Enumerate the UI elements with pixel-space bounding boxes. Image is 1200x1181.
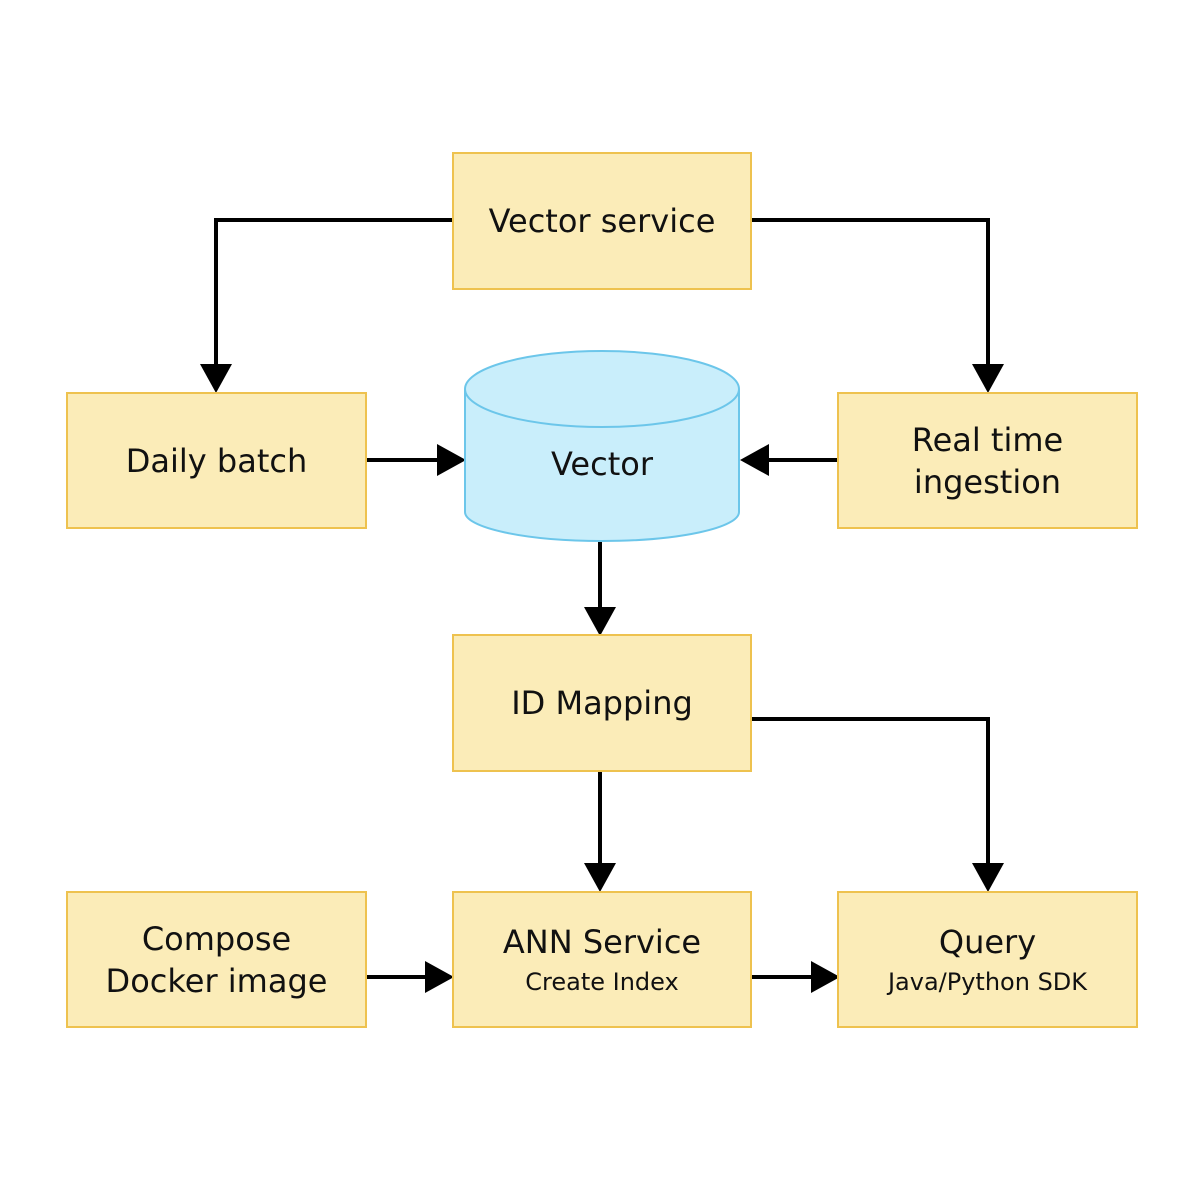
node-title: Query (938, 922, 1037, 961)
node-vector-service[interactable]: Vector service (452, 152, 752, 290)
node-query[interactable]: Query Java/Python SDK (837, 891, 1138, 1028)
node-title: Vector service (488, 202, 716, 240)
node-title: ID Mapping (511, 684, 693, 722)
edge-compose-docker-to-ann-service (366, 961, 454, 993)
node-title: ANN Service (502, 922, 702, 961)
node-vector-database-label[interactable]: Vector (551, 445, 653, 483)
node-compose-docker-image[interactable]: Compose Docker image (66, 891, 367, 1028)
node-ann-service[interactable]: ANN Service Create Index (452, 891, 752, 1028)
node-realtime-ingestion[interactable]: Real time ingestion (837, 392, 1138, 529)
edge-id-mapping-to-query (751, 717, 1004, 892)
node-subtitle: Create Index (525, 967, 679, 996)
node-title: Daily batch (125, 441, 308, 480)
edge-vector-to-id-mapping (584, 542, 616, 636)
node-id-mapping[interactable]: ID Mapping (452, 634, 752, 772)
vector-database-cylinder (464, 350, 740, 542)
node-title-line2: ingestion (913, 462, 1062, 501)
edge-daily-batch-to-vector (366, 444, 466, 476)
node-title-line2: Docker image (105, 961, 328, 1000)
edge-ann-service-to-query (751, 961, 840, 993)
node-title-line1: Real time (911, 420, 1064, 459)
edge-id-mapping-to-ann-service (584, 770, 616, 892)
node-daily-batch[interactable]: Daily batch (66, 392, 367, 529)
node-subtitle: Java/Python SDK (887, 967, 1088, 996)
edge-vector-service-to-realtime-ingestion (751, 218, 1004, 393)
node-title-line1: Compose (141, 919, 292, 958)
edge-vector-service-to-daily-batch (200, 218, 453, 393)
edge-realtime-ingestion-to-vector (740, 444, 838, 476)
